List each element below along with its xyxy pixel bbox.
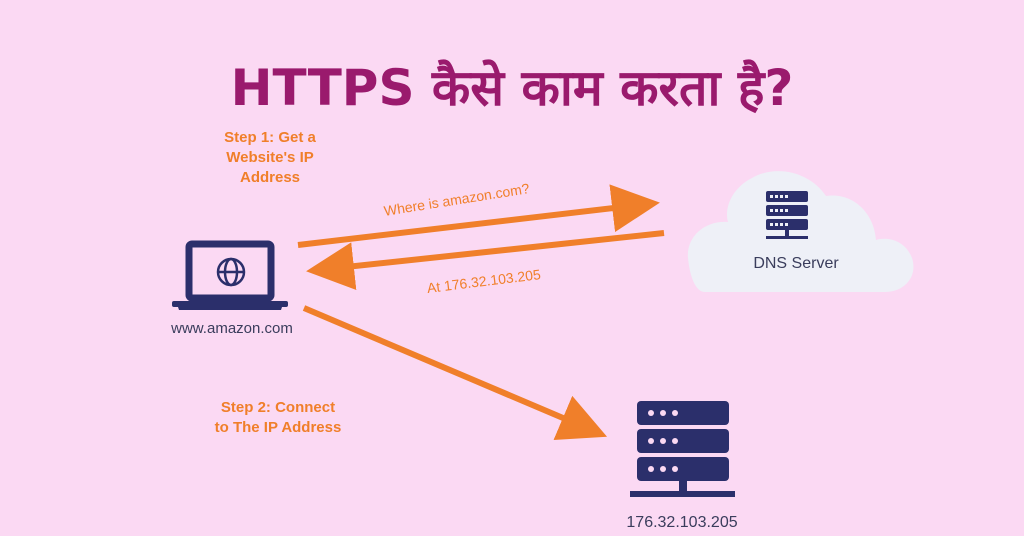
step-2-line-1: Step 2: Connect [220,399,336,416]
step-1-line-1: Step 1: Get a [224,129,316,146]
step-2-caption: Step 2: Connect to The IP Address [198,398,358,438]
cloud-icon [687,171,914,292]
globe-icon [216,257,246,287]
laptop-label: www.amazon.com [171,320,293,337]
step-1-line-3: Address [239,169,301,186]
dns-server-icon [766,191,808,239]
query-arrow [297,184,660,248]
dns-server-label: DNS Server [753,255,839,272]
step-1-line-2: Website's IP [226,149,314,166]
connect-arrow [302,305,608,441]
page-title: HTTPS कैसे काम करता है? [230,59,794,117]
laptop-icon [172,240,288,310]
answer-arrow [306,230,665,291]
web-server-icon [630,401,735,497]
step-2-line-2: to The IP Address [214,419,342,436]
step-1-caption: Step 1: Get a Website's IP Address [205,128,335,188]
web-server-ip-label: 176.32.103.205 [626,514,738,531]
